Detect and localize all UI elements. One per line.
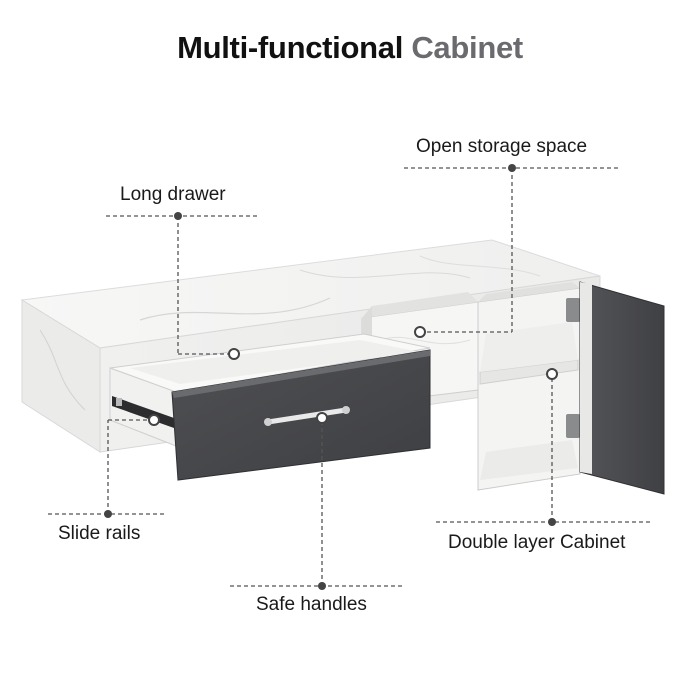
- label-double-layer: Double layer Cabinet: [448, 532, 626, 553]
- dot-long-drawer-top: [174, 212, 182, 220]
- title-part-1: Multi-functional: [177, 30, 404, 65]
- drawer-handle: [265, 407, 349, 425]
- title-part-2: Cabinet: [411, 30, 523, 65]
- dot-double-layer: [546, 368, 558, 380]
- dot-slide-rails-bottom: [104, 510, 112, 518]
- long-drawer: [109, 333, 431, 481]
- dot-open-storage: [414, 326, 426, 338]
- dot-safe-handles: [316, 412, 328, 424]
- hinge-bottom: [566, 414, 580, 438]
- double-layer-compartment: [477, 281, 665, 495]
- callout-dots: [104, 164, 558, 590]
- hinge-top: [566, 298, 580, 322]
- label-slide-rails: Slide rails: [58, 523, 141, 544]
- dot-double-layer-bottom: [548, 518, 556, 526]
- label-long-drawer: Long drawer: [120, 184, 226, 205]
- label-safe-handles: Safe handles: [256, 594, 367, 615]
- dot-open-storage-top: [508, 164, 516, 172]
- cabinet-door: [579, 281, 665, 495]
- dot-long-drawer: [228, 348, 240, 360]
- page-title: Multi-functional Cabinet: [0, 30, 700, 66]
- dot-slide-rails: [148, 414, 160, 426]
- dot-safe-handles-bottom: [318, 582, 326, 590]
- label-open-storage: Open storage space: [416, 136, 588, 157]
